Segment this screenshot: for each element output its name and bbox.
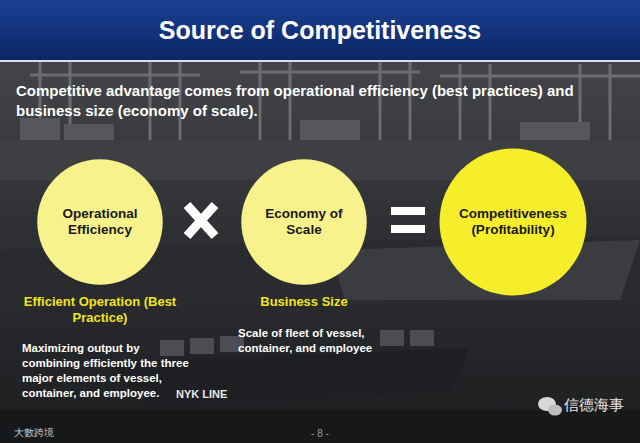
multiply-symbol [187,205,215,236]
circle-node: Operational EfficiencyEfficient Operatio… [22,158,198,401]
equals-symbol [391,207,425,233]
circle-shape: Operational Efficiency [36,158,164,286]
circle-text-holder: Competitiveness (Profitability) [438,147,588,297]
circle-heading: Economy of Scale [240,206,368,238]
circle-text-holder: Economy of Scale [240,158,368,286]
wechat-icon [538,397,562,416]
node-description: Maximizing output by combining efficient… [22,341,194,401]
watermark: 大數跨境 [14,426,104,440]
circle-text-holder: Operational Efficiency [36,158,164,286]
watermark: 信德海事 [564,396,636,415]
title-band: Source of Competitiveness [0,0,640,62]
node-description: Scale of fleet of vessel, container, and… [238,326,378,356]
circle-heading: Operational Efficiency [36,206,164,238]
circle-shape: Competitiveness (Profitability) [438,147,588,297]
circle-node: Competitiveness (Profitability) [436,147,588,297]
node-heading: Efficient Operation (Best Practice) [12,294,188,325]
circle-shape: Economy of Scale [240,158,368,286]
title-text: Source of Competitiveness [159,16,481,45]
ship-hull-text: NYK LINE [176,388,256,400]
page-number: - 8 - [290,428,350,439]
subtitle-note: Competitive advantage comes from operati… [16,81,624,120]
circle-heading: Competitiveness (Profitability) [438,206,588,238]
node-heading: Business Size [238,294,370,310]
circle-node: Economy of ScaleBusiness SizeScale of fl… [238,158,388,355]
